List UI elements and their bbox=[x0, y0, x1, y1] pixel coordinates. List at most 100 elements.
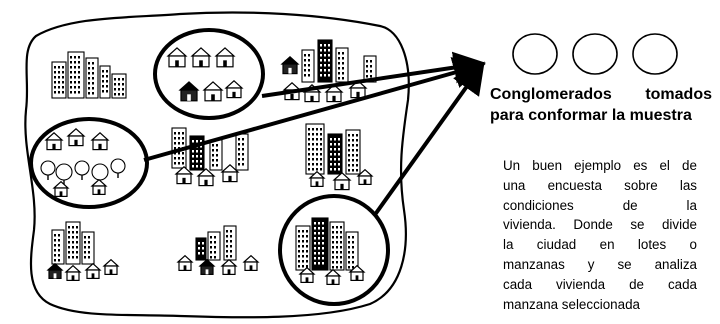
window-icon bbox=[178, 162, 180, 165]
window-icon bbox=[62, 71, 64, 74]
window-icon bbox=[70, 61, 72, 64]
window-icon bbox=[210, 236, 212, 239]
window-icon bbox=[196, 140, 198, 143]
window-icon bbox=[92, 87, 94, 90]
window-icon bbox=[306, 245, 308, 248]
tree-icon bbox=[110, 158, 126, 174]
building-icon bbox=[195, 237, 207, 261]
example-word: vivienda bbox=[556, 276, 606, 292]
window-icon bbox=[352, 236, 354, 239]
window-icon bbox=[336, 226, 338, 229]
window-icon bbox=[238, 163, 240, 166]
door-icon bbox=[340, 183, 344, 190]
window-icon bbox=[322, 237, 324, 240]
window-icon bbox=[88, 72, 90, 75]
window-icon bbox=[230, 230, 232, 233]
window-icon bbox=[102, 75, 104, 78]
window-icon bbox=[84, 256, 86, 259]
window-icon bbox=[312, 148, 314, 151]
window-icon bbox=[212, 149, 214, 152]
example-word: es bbox=[633, 158, 648, 173]
window-icon bbox=[352, 154, 354, 157]
window-icon bbox=[324, 44, 326, 47]
example-word: o bbox=[689, 237, 697, 253]
building-icon bbox=[99, 65, 111, 99]
window-icon bbox=[78, 61, 80, 64]
window-icon bbox=[306, 250, 308, 253]
window-icon bbox=[320, 59, 322, 62]
window-icon bbox=[308, 64, 310, 67]
window-icon bbox=[348, 154, 350, 157]
window-icon bbox=[316, 163, 318, 166]
window-icon bbox=[122, 83, 124, 86]
window-icon bbox=[88, 87, 90, 90]
window-icon bbox=[92, 72, 94, 75]
window-icon bbox=[334, 148, 336, 151]
window-icon bbox=[318, 232, 320, 235]
window-icon bbox=[200, 160, 202, 163]
window-icon bbox=[122, 78, 124, 81]
window-icon bbox=[306, 235, 308, 238]
window-icon bbox=[320, 153, 322, 156]
window-icon bbox=[324, 74, 326, 77]
door-icon bbox=[182, 177, 186, 184]
window-icon bbox=[302, 250, 304, 253]
window-icon bbox=[320, 138, 322, 141]
door-icon bbox=[223, 60, 227, 67]
window-icon bbox=[316, 168, 318, 171]
door-icon bbox=[59, 191, 63, 197]
window-icon bbox=[298, 245, 300, 248]
window-icon bbox=[202, 252, 204, 255]
window-icon bbox=[58, 234, 60, 237]
window-icon bbox=[340, 266, 342, 269]
window-icon bbox=[216, 144, 218, 147]
window-icon bbox=[308, 128, 310, 131]
window-icon bbox=[58, 71, 60, 74]
window-icon bbox=[348, 251, 350, 254]
window-icon bbox=[320, 69, 322, 72]
window-icon bbox=[352, 251, 354, 254]
window-icon bbox=[330, 158, 332, 161]
sample-slot-circle bbox=[512, 33, 558, 75]
window-icon bbox=[226, 255, 228, 258]
window-icon bbox=[320, 64, 322, 67]
window-icon bbox=[58, 91, 60, 94]
window-icon bbox=[352, 159, 354, 162]
window-icon bbox=[182, 142, 184, 145]
window-icon bbox=[62, 91, 64, 94]
example-word: el bbox=[659, 158, 670, 173]
window-icon bbox=[58, 244, 60, 247]
window-icon bbox=[192, 160, 194, 163]
door-icon bbox=[363, 179, 367, 185]
window-icon bbox=[334, 168, 336, 171]
example-word: ejemplo bbox=[574, 158, 622, 173]
window-icon bbox=[182, 152, 184, 155]
window-icon bbox=[114, 88, 116, 91]
window-icon bbox=[74, 91, 76, 94]
window-icon bbox=[298, 260, 300, 263]
window-icon bbox=[366, 75, 368, 78]
window-icon bbox=[336, 251, 338, 254]
window-icon bbox=[338, 72, 340, 75]
window-icon bbox=[212, 144, 214, 147]
window-icon bbox=[316, 153, 318, 156]
window-icon bbox=[318, 252, 320, 255]
window-icon bbox=[320, 74, 322, 77]
window-icon bbox=[338, 62, 340, 65]
sample-heading-line1: Conglomerados tomados bbox=[490, 84, 712, 105]
door-icon bbox=[315, 181, 319, 187]
window-icon bbox=[192, 155, 194, 158]
window-icon bbox=[302, 230, 304, 233]
window-icon bbox=[330, 143, 332, 146]
window-icon bbox=[72, 236, 74, 239]
example-word: condiciones bbox=[503, 197, 574, 213]
example-word: manzana seleccionada bbox=[503, 296, 640, 312]
selection-ellipse-top bbox=[153, 28, 265, 120]
window-icon bbox=[78, 91, 80, 94]
window-icon bbox=[320, 143, 322, 146]
window-icon bbox=[332, 236, 334, 239]
window-icon bbox=[302, 265, 304, 268]
